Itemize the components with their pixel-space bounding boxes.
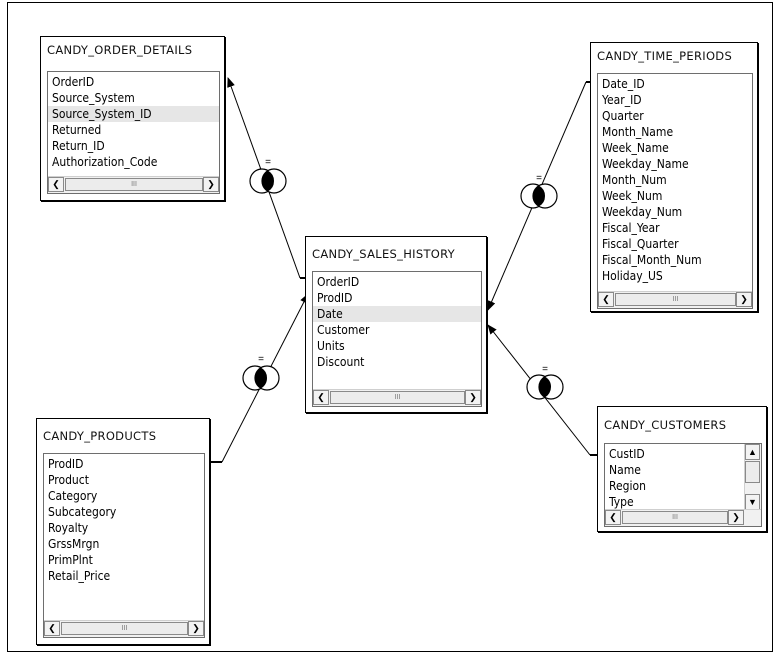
field-item[interactable]: OrderID bbox=[317, 275, 360, 289]
field-item[interactable]: Month_Name bbox=[602, 125, 674, 139]
field-item[interactable]: PrimPlnt bbox=[48, 553, 93, 567]
field-item[interactable]: Fiscal_Year bbox=[602, 221, 660, 235]
horizontal-scrollbar[interactable]: ❮ III ❯ bbox=[44, 620, 204, 637]
field-item[interactable]: Month_Num bbox=[602, 173, 667, 187]
field-item[interactable]: Royalty bbox=[48, 521, 89, 535]
table-candy-time-periods[interactable]: CANDY_TIME_PERIODS Date_ID Year_ID Quarter… bbox=[590, 42, 758, 312]
field-item[interactable]: Type bbox=[609, 495, 634, 509]
scroll-right-button[interactable]: ❯ bbox=[203, 177, 219, 192]
field-item[interactable]: Fiscal_Month_Num bbox=[602, 253, 702, 267]
field-item[interactable]: Weekday_Name bbox=[602, 157, 689, 171]
inner-join-icon[interactable]: = bbox=[520, 173, 558, 209]
scroll-right-button[interactable]: ❯ bbox=[728, 510, 744, 525]
scroll-thumb[interactable]: III bbox=[330, 391, 465, 404]
field-item[interactable]: Retail_Price bbox=[48, 569, 111, 583]
field-item[interactable]: Source_System bbox=[52, 91, 135, 105]
scroll-thumb[interactable] bbox=[745, 461, 760, 483]
field-item[interactable]: Weekday_Num bbox=[602, 205, 683, 219]
scroll-left-button[interactable]: ❮ bbox=[598, 292, 614, 307]
canvas-border bbox=[7, 2, 773, 652]
scroll-thumb[interactable]: III bbox=[615, 293, 736, 306]
scroll-thumb[interactable]: III bbox=[61, 622, 188, 635]
scroll-thumb[interactable]: III bbox=[622, 511, 728, 524]
field-item[interactable]: Fiscal_Quarter bbox=[602, 237, 679, 251]
field-item[interactable]: Authorization_Code bbox=[52, 155, 158, 169]
horizontal-scrollbar[interactable]: ❮ III ❯ bbox=[598, 291, 752, 308]
scroll-thumb[interactable]: III bbox=[65, 178, 203, 191]
field-item[interactable]: Customer bbox=[317, 323, 370, 337]
scroll-left-button[interactable]: ❮ bbox=[605, 510, 621, 525]
field-item[interactable]: Subcategory bbox=[48, 505, 117, 519]
join-equals-label: = bbox=[265, 157, 271, 168]
field-item[interactable]: GrssMrgn bbox=[48, 537, 100, 551]
table-title[interactable]: CANDY_CUSTOMERS bbox=[604, 418, 727, 432]
field-item[interactable]: ProdID bbox=[48, 457, 84, 471]
field-item[interactable]: Date_ID bbox=[602, 77, 645, 91]
field-item[interactable]: Name bbox=[609, 463, 641, 477]
inner-join-icon[interactable]: = bbox=[526, 364, 564, 400]
field-item[interactable]: Units bbox=[317, 339, 345, 353]
inner-join-icon[interactable]: = bbox=[249, 157, 287, 194]
field-item[interactable]: CustID bbox=[609, 447, 645, 461]
field-item[interactable]: Category bbox=[48, 489, 98, 503]
scroll-left-button[interactable]: ❮ bbox=[313, 390, 329, 405]
field-item[interactable]: Return_ID bbox=[52, 139, 105, 153]
join-time-periods-sales-history[interactable]: = bbox=[487, 81, 593, 311]
table-title[interactable]: CANDY_SALES_HISTORY bbox=[312, 247, 455, 261]
horizontal-scrollbar[interactable]: ❮ III ❯ bbox=[313, 389, 481, 406]
join-order-details-sales-history[interactable]: = bbox=[222, 77, 308, 279]
inner-join-icon[interactable]: = bbox=[242, 354, 280, 391]
scroll-right-button[interactable]: ❯ bbox=[188, 621, 204, 636]
vertical-scrollbar[interactable]: ▲ ▼ bbox=[744, 444, 761, 510]
field-item[interactable]: Year_ID bbox=[602, 93, 642, 107]
join-equals-label: = bbox=[258, 354, 264, 365]
table-title[interactable]: CANDY_TIME_PERIODS bbox=[597, 49, 733, 63]
field-item[interactable]: Holiday_US bbox=[602, 269, 663, 283]
scroll-right-button[interactable]: ❯ bbox=[465, 390, 481, 405]
field-item[interactable]: Discount bbox=[317, 355, 365, 369]
field-item[interactable]: Product bbox=[48, 473, 89, 487]
field-item[interactable]: Quarter bbox=[602, 109, 644, 123]
scroll-right-button[interactable]: ❯ bbox=[736, 292, 752, 307]
field-item[interactable]: OrderID bbox=[52, 75, 95, 89]
table-title[interactable]: CANDY_PRODUCTS bbox=[43, 429, 157, 443]
scroll-up-button[interactable]: ▲ bbox=[745, 444, 760, 460]
table-title[interactable]: CANDY_ORDER_DETAILS bbox=[47, 43, 193, 57]
scroll-left-button[interactable]: ❮ bbox=[48, 177, 64, 192]
horizontal-scrollbar[interactable]: ❮ III ❯ bbox=[48, 176, 219, 193]
field-item[interactable]: ProdID bbox=[317, 291, 353, 305]
horizontal-scrollbar[interactable]: ❮ III ❯ bbox=[605, 509, 761, 526]
join-customers-sales-history[interactable]: = bbox=[487, 324, 598, 456]
join-equals-label: = bbox=[542, 364, 548, 375]
field-item[interactable]: Source_System_ID bbox=[48, 106, 219, 122]
scroll-left-button[interactable]: ❮ bbox=[44, 621, 60, 636]
field-item[interactable]: Returned bbox=[52, 123, 102, 137]
field-item[interactable]: Week_Name bbox=[602, 141, 669, 155]
scroll-down-button[interactable]: ▼ bbox=[745, 494, 760, 510]
table-candy-order-details[interactable]: CANDY_ORDER_DETAILS OrderID Source_System… bbox=[40, 36, 225, 201]
join-products-sales-history[interactable]: = bbox=[208, 293, 309, 463]
field-item[interactable]: Date bbox=[313, 306, 481, 322]
field-item[interactable]: Week_Num bbox=[602, 189, 663, 203]
field-item[interactable]: Region bbox=[609, 479, 646, 493]
join-equals-label: = bbox=[536, 173, 542, 184]
